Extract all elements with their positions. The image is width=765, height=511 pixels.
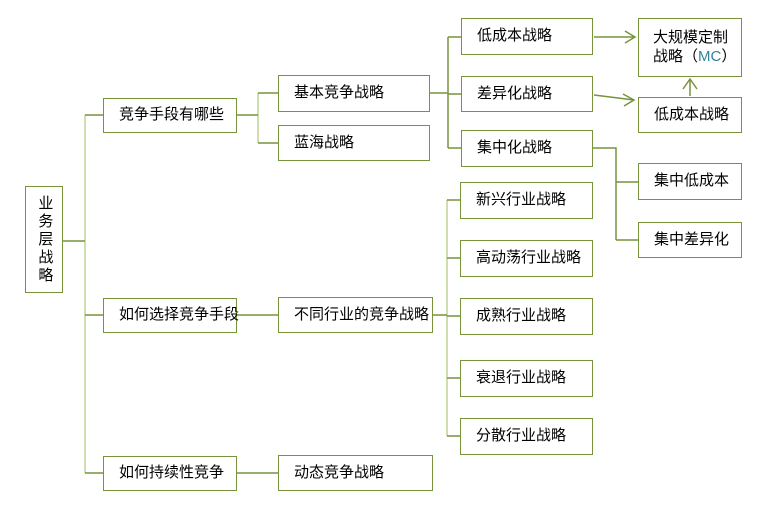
node-competition-means: 竞争手段有哪些 [103, 98, 237, 133]
mass-customization-line1: 大规模定制 [653, 28, 729, 46]
node-dynamic-competitive-strategy: 动态竞争战略 [278, 455, 433, 491]
node-mass-customization-strategy: 大规模定制 战略（MC） [638, 18, 742, 77]
node-turbulent-industry-strategy: 高动荡行业战略 [460, 240, 593, 277]
node-blue-ocean-strategy: 蓝海战略 [278, 125, 430, 161]
node-emerging-industry-strategy: 新兴行业战略 [460, 182, 593, 219]
node-focus-strategy: 集中化战略 [461, 130, 593, 167]
arrowhead-up-icon [682, 77, 698, 90]
node-industry-competitive-strategies: 不同行业的竞争战略 [278, 297, 433, 333]
mc-abbreviation: MC [698, 47, 722, 65]
arrowhead-right-icon [624, 30, 637, 44]
branch-lines-dark [63, 36, 638, 474]
trunk-lines-light [84, 93, 448, 473]
node-sustain-competition: 如何持续性竞争 [103, 456, 237, 491]
node-differentiation-strategy: 差异化战略 [461, 76, 593, 112]
node-focused-low-cost: 集中低成本 [638, 163, 742, 200]
node-focused-differentiation: 集中差异化 [638, 222, 742, 258]
arrow-connectors [593, 30, 698, 107]
arrowhead-right-icon [622, 93, 636, 107]
mass-customization-line2: 战略（MC） [653, 47, 737, 65]
node-choose-competition-means: 如何选择竞争手段 [103, 298, 239, 333]
mass-customization-label: 大规模定制 战略（MC） [653, 29, 736, 67]
node-low-cost-strategy: 低成本战略 [461, 18, 593, 55]
node-low-cost-strategy-2: 低成本战略 [638, 97, 742, 133]
node-declining-industry-strategy: 衰退行业战略 [460, 360, 593, 397]
node-business-level-strategy: 业务层战略 [25, 186, 63, 293]
node-mature-industry-strategy: 成熟行业战略 [460, 298, 593, 335]
node-fragmented-industry-strategy: 分散行业战略 [460, 418, 593, 455]
node-basic-competitive-strategy: 基本竞争战略 [278, 75, 430, 112]
